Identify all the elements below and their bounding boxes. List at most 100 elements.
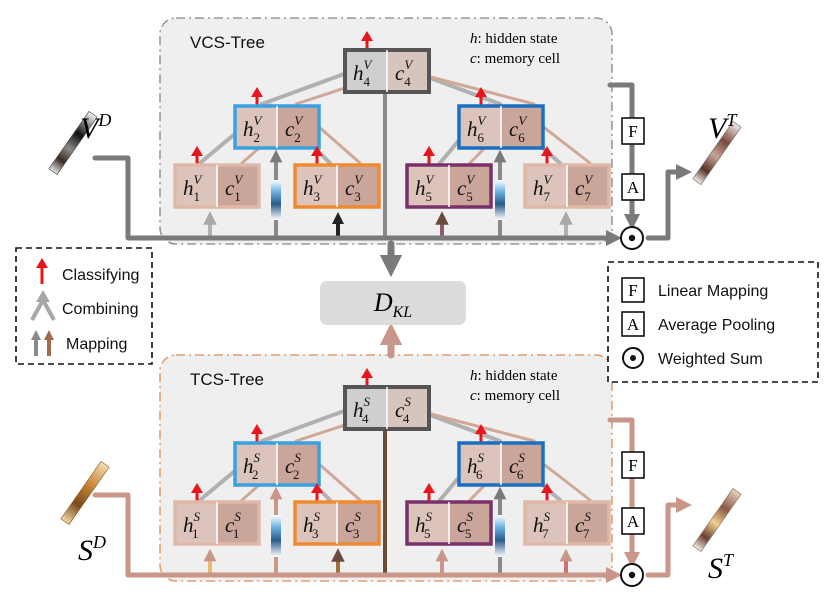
vcs-c-cell-3	[337, 165, 379, 207]
legend-average-pooling: Average Pooling	[658, 317, 775, 334]
tcs-h-cell-4	[345, 387, 387, 429]
svg-text:c: memory cell: c: memory cell	[470, 388, 560, 404]
tcs-c-cell-5	[449, 502, 491, 544]
tcs-h-cell-2	[235, 443, 277, 485]
vcs-classify-arrowhead-6	[475, 87, 487, 97]
tcs-legend-h: hidden state	[485, 368, 557, 384]
legend-f-box	[621, 277, 645, 303]
vcs-c-cell-4	[387, 50, 429, 92]
vt-label: VT	[708, 110, 738, 145]
vd-label: VD	[80, 110, 111, 145]
tcs-c-cell-1	[217, 502, 259, 544]
legend-left: Classifying Combining Mapping	[15, 247, 153, 365]
mapping-icon	[31, 330, 54, 356]
vcs-c-cell-6	[501, 106, 543, 148]
tcs-a-glyph: A	[627, 512, 640, 531]
sd-feature-bar	[60, 461, 110, 525]
vcs-c-cell-2	[277, 106, 319, 148]
tcs-average-pooling-box: A	[621, 507, 645, 535]
vcs-h-cell-2	[235, 106, 277, 148]
vcs-classify-arrowhead-5	[423, 146, 435, 156]
legend-a-glyph: A	[627, 315, 640, 334]
legend-f-glyph: F	[628, 281, 637, 300]
vcs-legend-h: hidden state	[485, 31, 557, 47]
vcs-c-cell-5	[449, 165, 491, 207]
tcs-classify-arrowhead-7	[541, 483, 553, 493]
vcs-h-cell-5	[407, 165, 449, 207]
vcs-classify-arrowhead-4	[361, 31, 373, 41]
vcs-f-glyph: F	[628, 122, 637, 141]
tcs-c-cell-7	[567, 502, 609, 544]
vcs-hc-legend: h: hidden state c: memory cell	[470, 31, 560, 67]
dkl-label: DKL	[373, 288, 412, 321]
vcs-h-cell-6	[459, 106, 501, 148]
vcs-classify-arrowhead-7	[541, 146, 553, 156]
tcs-edges	[198, 398, 592, 576]
legend-weighted-sum-icon	[622, 347, 644, 369]
tcs-h-cell-1	[175, 502, 217, 544]
vcs-classify-arrowhead-3	[311, 146, 323, 156]
vcs-classify-arrowhead-1	[191, 146, 203, 156]
vcs-a-glyph: A	[627, 178, 640, 197]
combining-icon	[30, 290, 56, 321]
vcs-h-cell-7	[525, 165, 567, 207]
tcs-f-glyph: F	[628, 456, 637, 475]
legend-weighted-sum: Weighted Sum	[658, 351, 763, 368]
legend-linear-mapping: Linear Mapping	[658, 283, 768, 300]
legend-a-box	[621, 311, 645, 337]
vcs-c-cell-7	[567, 165, 609, 207]
vcs-linear-mapping-box: F	[621, 117, 645, 145]
legend-mapping: Mapping	[66, 336, 127, 353]
tcs-title: TCS-Tree	[190, 370, 264, 389]
tcs-hc-legend: h: hidden state c: memory cell	[470, 368, 560, 404]
vcs-average-pooling-box: A	[621, 173, 645, 201]
vcs-h-cell-4	[345, 50, 387, 92]
tcs-h-cell-3	[295, 502, 337, 544]
tcs-classify-arrowhead-2	[251, 424, 263, 434]
tcs-h-cell-6	[459, 443, 501, 485]
tcs-classify-arrowhead-3	[311, 483, 323, 493]
classifying-icon	[36, 258, 48, 284]
tcs-weighted-sum-icon	[620, 563, 644, 587]
st-label: ST	[708, 550, 735, 585]
tcs-c-cell-6	[501, 443, 543, 485]
vcs-legend-c: memory cell	[485, 51, 560, 67]
dkl-box	[320, 281, 466, 325]
tcs-linear-mapping-box: F	[621, 451, 645, 479]
